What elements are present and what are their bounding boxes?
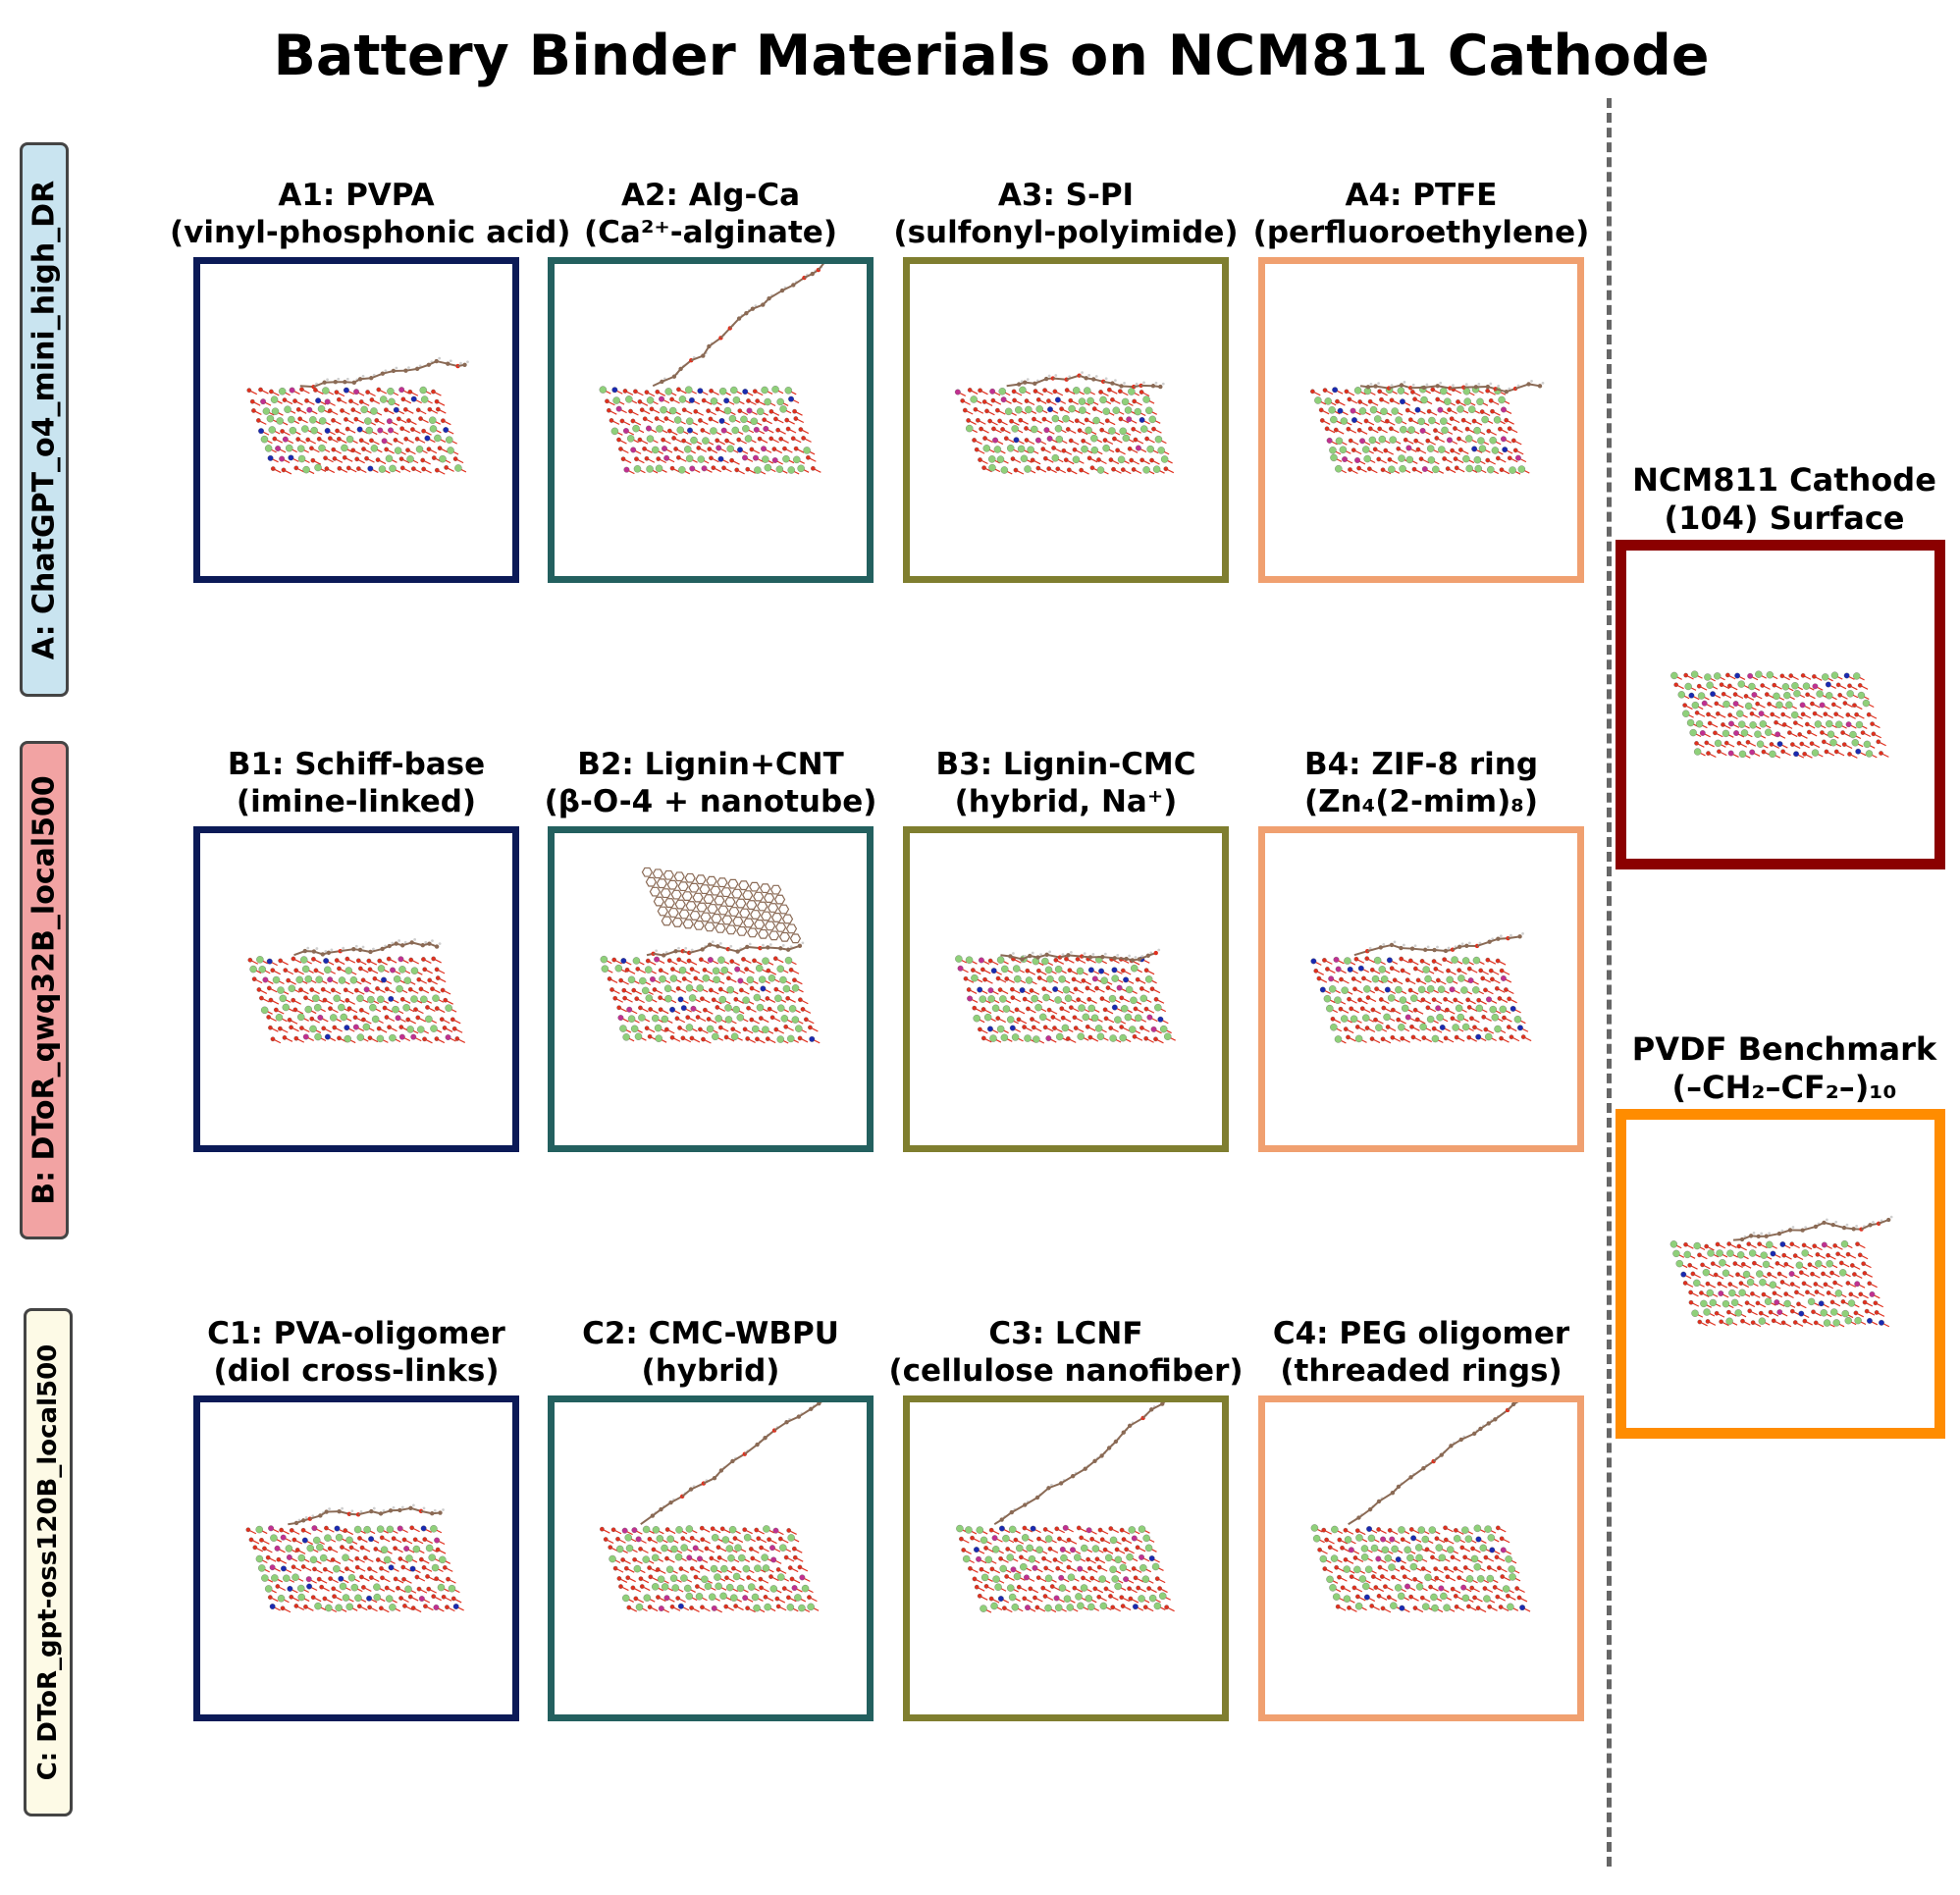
panel-b1 xyxy=(193,826,519,1152)
panel-c4 xyxy=(1258,1395,1584,1721)
panel-title-line1: B4: ZIF-8 ring xyxy=(1303,747,1539,782)
reference-title-ncm811: NCM811 Cathode (104) Surface xyxy=(1608,461,1960,538)
molecule-render xyxy=(1310,1402,1531,1613)
panel-title-line1: C3: LCNF xyxy=(988,1316,1143,1351)
panel-title-c1: C1: PVA-oligomer(diol cross-links) xyxy=(170,1315,543,1390)
panel-title-a1: A1: PVPA(vinyl-phosphonic acid) xyxy=(170,177,571,251)
panel-a1 xyxy=(193,257,519,583)
panel-a4 xyxy=(1258,257,1584,583)
molecule-render xyxy=(246,356,469,475)
reference-title-pvdf: PVDF Benchmark (–CH₂–CF₂–)₁₀ xyxy=(1608,1030,1960,1107)
molecule-render xyxy=(1310,380,1545,475)
row-label-a-text: A: ChatGPT_o4_mini_high_DR xyxy=(26,180,62,659)
molecule-render xyxy=(245,1503,464,1613)
panel-title-line1: A3: S-PI xyxy=(997,178,1135,213)
panel-title-line1: B3: Lignin-CMC xyxy=(935,747,1196,782)
panel-title-line1: C1: PVA-oligomer xyxy=(207,1316,505,1351)
panel-c1 xyxy=(193,1395,519,1721)
panel-b3 xyxy=(903,826,1229,1152)
panel-title-a3: A3: S-PI(sulfonyl-polyimide) xyxy=(879,177,1252,251)
panel-title-line2: (Ca²⁺-alginate) xyxy=(583,215,837,250)
panel-title-line2: (β-O-4 + nanotube) xyxy=(544,784,877,819)
panel-title-line2: (diol cross-links) xyxy=(213,1353,500,1389)
panel-title-a2: A2: Alg-Ca(Ca²⁺-alginate) xyxy=(524,177,897,251)
panel-c2 xyxy=(548,1395,874,1721)
panel-b4 xyxy=(1258,826,1584,1152)
molecule-render xyxy=(955,948,1176,1044)
panel-title-line1: B1: Schiff-base xyxy=(227,747,486,782)
panel-title-line2: (perfluoroethylene) xyxy=(1252,215,1590,250)
panel-title-c3: C3: LCNF(cellulose nanofiber) xyxy=(879,1315,1252,1390)
row-label-b-text: B: DToR_qwq32B_local500 xyxy=(26,775,62,1205)
panel-title-c2: C2: CMC-WBPU(hybrid) xyxy=(524,1315,897,1390)
reference-panel-ncm811 xyxy=(1616,540,1945,869)
panel-b2 xyxy=(548,826,874,1152)
panel-title-line1: C4: PEG oligomer xyxy=(1272,1316,1570,1351)
molecule-render xyxy=(247,938,466,1044)
reference-panel-pvdf xyxy=(1616,1109,1945,1439)
panel-title-line2: (vinyl-phosphonic acid) xyxy=(170,215,571,250)
molecule-render xyxy=(599,264,825,475)
panel-title-line2: (hybrid) xyxy=(641,1353,780,1389)
molecule-render xyxy=(600,1402,822,1613)
panel-title-line2: (threaded rings) xyxy=(1280,1353,1563,1389)
panel-title-a4: A4: PTFE(perfluoroethylene) xyxy=(1235,177,1608,251)
panel-title-line1: A4: PTFE xyxy=(1345,178,1498,213)
panel-a2 xyxy=(548,257,874,583)
panel-title-line1: A2: Alg-Ca xyxy=(620,178,801,213)
dashed-divider xyxy=(1607,98,1612,1867)
panel-title-b3: B3: Lignin-CMC(hybrid, Na⁺) xyxy=(879,746,1252,820)
panel-a3 xyxy=(903,257,1229,583)
panel-c3 xyxy=(903,1395,1229,1721)
row-label-b: B: DToR_qwq32B_local500 xyxy=(20,741,69,1239)
molecule-render xyxy=(956,1402,1175,1613)
row-label-a: A: ChatGPT_o4_mini_high_DR xyxy=(20,142,69,697)
panel-title-line2: (cellulose nanofiber) xyxy=(888,1353,1244,1389)
reference-title-ncm811-line1: NCM811 Cathode xyxy=(1632,461,1936,499)
row-label-c: C: DToR_gpt-oss120B_local500 xyxy=(24,1308,73,1816)
panel-title-line1: B2: Lignin+CNT xyxy=(577,747,844,782)
panel-title-line2: (imine-linked) xyxy=(236,784,477,819)
panel-title-c4: C4: PEG oligomer(threaded rings) xyxy=(1235,1315,1608,1390)
panel-title-b4: B4: ZIF-8 ring(Zn₄(2-mim)₈) xyxy=(1235,746,1608,820)
panel-title-line2: (Zn₄(2-mim)₈) xyxy=(1303,784,1539,819)
panel-title-line1: C2: CMC-WBPU xyxy=(582,1316,839,1351)
row-label-c-text: C: DToR_gpt-oss120B_local500 xyxy=(33,1343,63,1781)
panel-title-line1: A1: PVPA xyxy=(278,178,435,213)
reference-title-ncm811-line2: (104) Surface xyxy=(1664,500,1905,537)
molecule-render xyxy=(1670,670,1889,759)
panel-title-line2: (sulfonyl-polyimide) xyxy=(893,215,1239,250)
panel-title-line2: (hybrid, Na⁺) xyxy=(954,784,1178,819)
reference-title-pvdf-line1: PVDF Benchmark xyxy=(1631,1030,1937,1068)
molecule-render xyxy=(1310,931,1532,1044)
panel-title-b1: B1: Schiff-base(imine-linked) xyxy=(170,746,543,820)
figure-title: Battery Binder Materials on NCM811 Catho… xyxy=(273,24,1710,88)
molecule-render xyxy=(600,867,821,1044)
reference-title-pvdf-line2: (–CH₂–CF₂–)₁₀ xyxy=(1671,1069,1897,1106)
molecule-render xyxy=(1669,1215,1893,1328)
molecule-render xyxy=(954,371,1175,475)
panel-title-b2: B2: Lignin+CNT(β-O-4 + nanotube) xyxy=(524,746,897,820)
